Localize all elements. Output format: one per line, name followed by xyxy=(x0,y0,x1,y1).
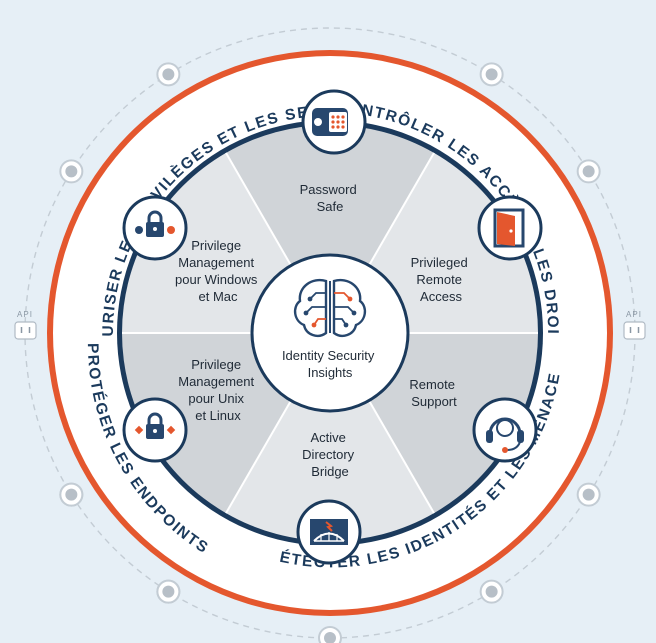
api-left-label: API xyxy=(17,310,33,319)
segment-pm-unix-linux[interactable]: Privilege Management pour Unix et Linux xyxy=(178,357,258,423)
orbit-node xyxy=(59,482,84,507)
orbit-node xyxy=(156,62,181,87)
orbit-node xyxy=(59,159,84,184)
center-title: Identity Security Insights xyxy=(282,348,378,380)
lock-shield-icon xyxy=(135,210,175,237)
badge-remote-support[interactable] xyxy=(472,397,538,463)
lock-shield-icon xyxy=(134,412,176,439)
brain-circuit-icon xyxy=(293,278,367,337)
segment-pm-windows-mac[interactable]: Privilege Management pour Windows et Mac xyxy=(175,238,261,304)
badge-active-directory-bridge[interactable] xyxy=(296,499,362,565)
vault-keypad-icon xyxy=(312,108,348,136)
badge-pm-windows-mac[interactable] xyxy=(122,195,188,261)
segment-remote-support[interactable]: Remote Support xyxy=(409,377,458,409)
orbit-node xyxy=(479,62,504,87)
orbit-node xyxy=(576,159,601,184)
orbit-node xyxy=(576,482,601,507)
plug-icon xyxy=(623,321,646,340)
plug-icon xyxy=(14,321,37,340)
segment-password-safe[interactable]: Password Safe xyxy=(300,182,361,214)
door-icon xyxy=(493,208,525,248)
wedge-password-safe xyxy=(226,124,434,333)
icon-badges xyxy=(122,89,543,565)
api-connector-right: API xyxy=(623,310,646,340)
api-right-label: API xyxy=(626,310,642,319)
segment-privileged-remote-access[interactable]: Privileged Remote Access xyxy=(411,255,472,304)
orbit-node xyxy=(156,579,181,604)
orbit-nodes xyxy=(59,62,601,643)
wedge-active-directory-bridge xyxy=(226,333,434,542)
badge-password-safe[interactable] xyxy=(301,89,367,155)
headset-icon xyxy=(486,417,524,453)
segment-active-directory-bridge[interactable]: Active Directory Bridge xyxy=(302,430,358,479)
orbit-node xyxy=(318,626,342,643)
badge-pm-unix-linux[interactable] xyxy=(122,397,188,463)
orbit-node xyxy=(479,579,504,604)
bridge-icon xyxy=(310,519,348,545)
badge-privileged-remote-access[interactable] xyxy=(477,195,543,261)
api-connector-left: API xyxy=(14,310,37,340)
